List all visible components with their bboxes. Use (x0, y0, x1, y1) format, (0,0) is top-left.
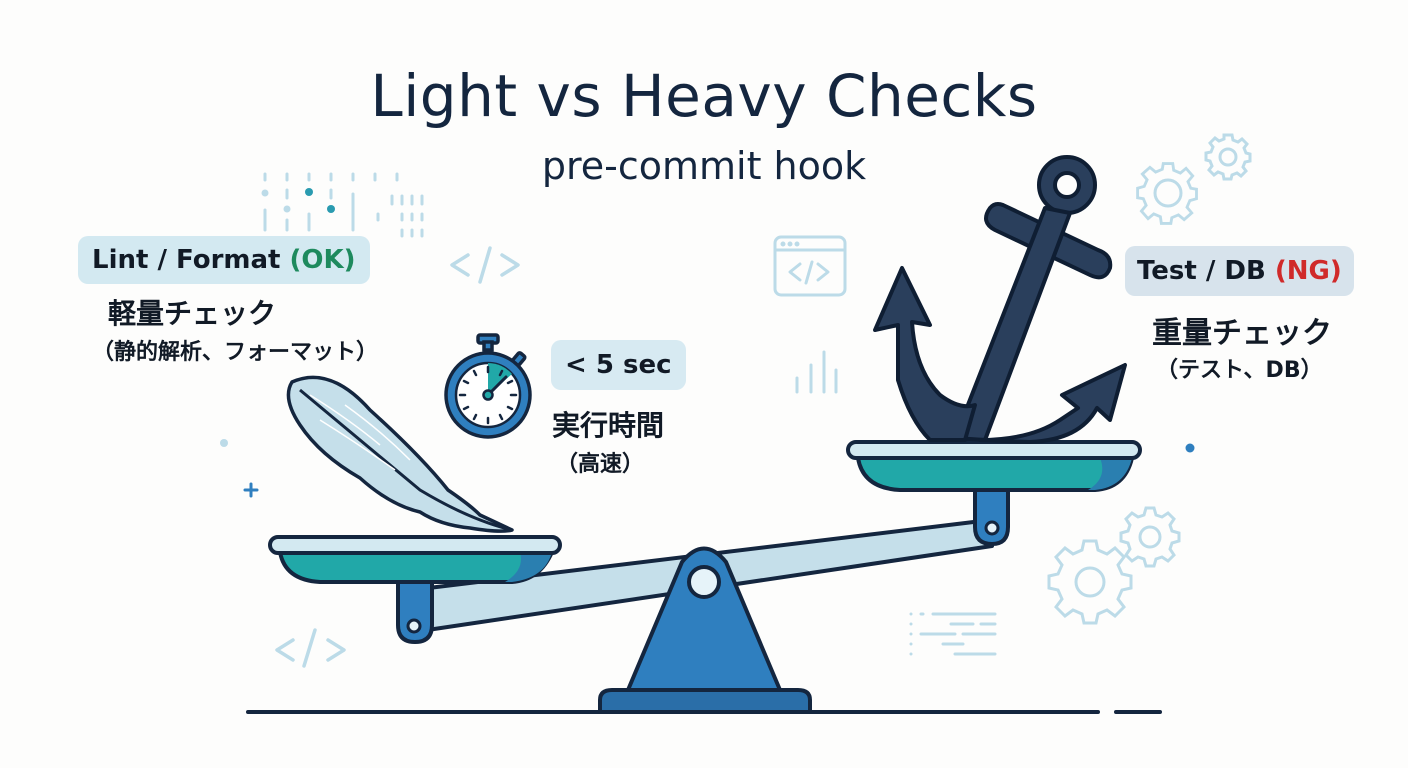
feather-icon (286, 375, 514, 533)
heavy-check-desc: （テスト、DB） (1156, 358, 1323, 383)
page-title: Light vs Heavy Checks (370, 62, 1038, 130)
time-badge: < 5 sec (551, 340, 686, 390)
test-db-label: Test / DB (1137, 256, 1266, 286)
right-pan-hanger (973, 483, 1010, 547)
list-lines-icon (909, 612, 997, 656)
lint-format-badge: Lint / Format (OK) (78, 236, 370, 284)
left-pan-hanger (396, 578, 434, 645)
dot-grid-icon (261, 172, 424, 238)
browser-code-icon (773, 235, 847, 297)
execution-time-desc: （高速） (556, 452, 645, 477)
code-brackets-icon (450, 246, 520, 284)
plus-icon (243, 482, 259, 498)
page-subtitle: pre-commit hook (541, 144, 867, 188)
bar-chart-icon (795, 350, 838, 394)
scale-fulcrum (598, 546, 812, 714)
light-check-title: 軽量チェック (108, 297, 277, 330)
anchor-icon (873, 155, 1127, 444)
dot-icon (1185, 443, 1195, 453)
gear-icon (1047, 133, 1252, 625)
ok-status: (OK) (289, 245, 356, 275)
ng-status: (NG) (1274, 256, 1342, 286)
dot-icon (220, 439, 228, 447)
heavy-check-title: 重量チェック (1152, 316, 1332, 351)
code-brackets-icon (275, 628, 346, 668)
execution-time-title: 実行時間 (552, 409, 665, 442)
left-pan (268, 535, 562, 584)
light-check-desc: （静的解析、フォーマット） (92, 340, 379, 365)
lint-format-label: Lint / Format (92, 245, 281, 275)
stopwatch-icon (444, 333, 532, 439)
right-pan (846, 440, 1142, 492)
test-db-badge: Test / DB (NG) (1125, 246, 1354, 296)
